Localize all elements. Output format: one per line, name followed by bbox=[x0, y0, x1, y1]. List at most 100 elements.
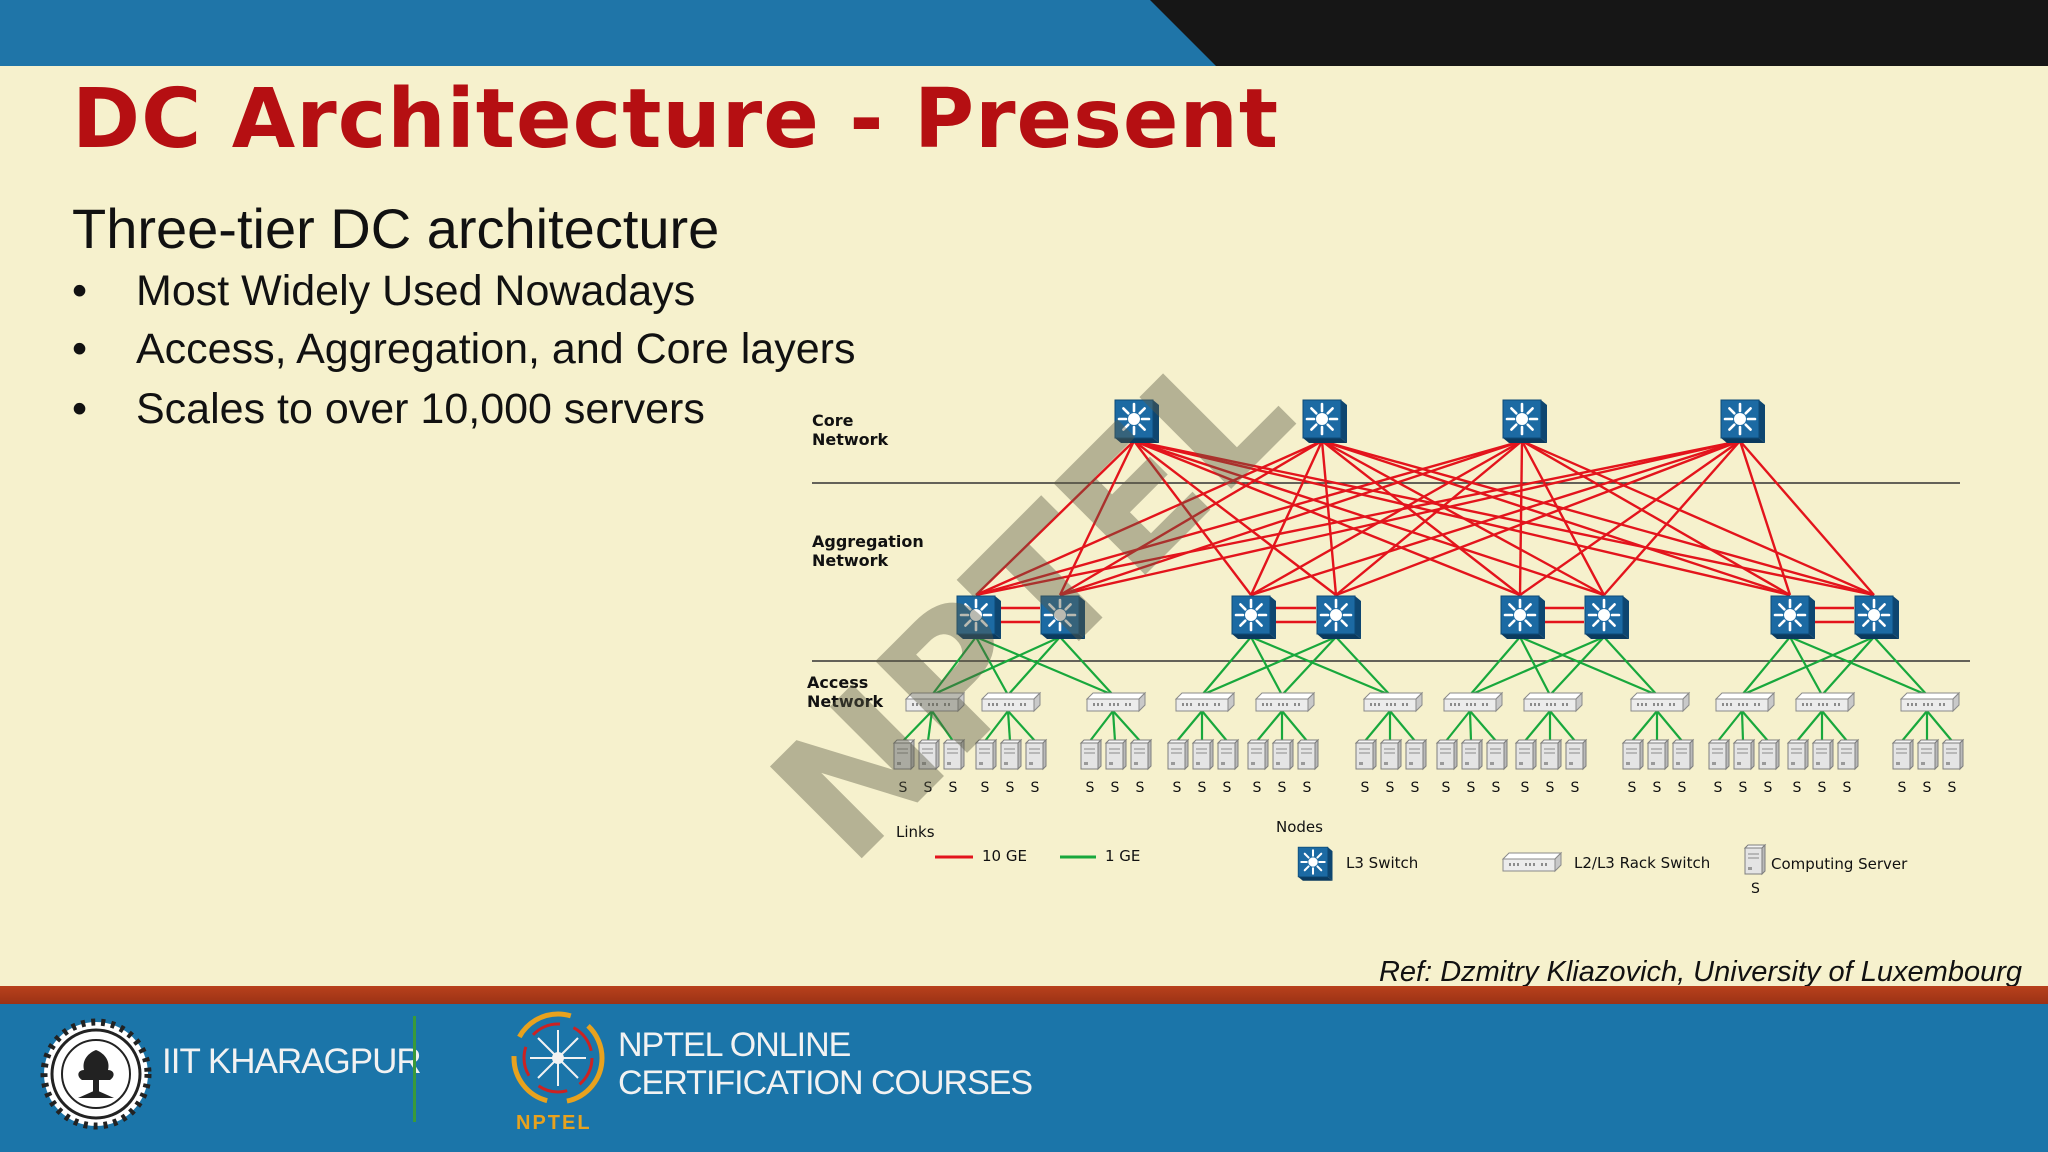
server-label: S bbox=[1442, 780, 1451, 796]
rack-switch-icon bbox=[1630, 692, 1690, 712]
rack-server-link bbox=[1468, 710, 1473, 742]
footer-stripe bbox=[0, 986, 2048, 1004]
core-aggregation-link bbox=[1133, 440, 1337, 596]
rack-server-link bbox=[1112, 710, 1141, 742]
aggregation-layer-label-1: Aggregation bbox=[812, 532, 924, 551]
rack-switch-icon bbox=[1523, 692, 1583, 712]
rack-server-link bbox=[1656, 710, 1683, 742]
core-aggregation-link bbox=[1321, 440, 1521, 596]
server-label: S bbox=[1923, 780, 1932, 796]
rack-server-link bbox=[1445, 710, 1471, 742]
server-label: S bbox=[1678, 780, 1687, 796]
core-l3-switch-icon bbox=[1719, 398, 1767, 445]
rack-server-link bbox=[984, 710, 1009, 742]
core-aggregation-link bbox=[1520, 440, 1606, 596]
aggregation-access-link bbox=[975, 635, 1114, 697]
server-label: S bbox=[1492, 780, 1501, 796]
server-label: S bbox=[1006, 780, 1015, 796]
server-icon bbox=[1217, 739, 1239, 770]
legend-links-title: Links bbox=[896, 823, 935, 841]
core-aggregation-link bbox=[1133, 439, 1521, 597]
server-label: S bbox=[1253, 780, 1262, 796]
aggregation-access-link bbox=[1059, 636, 1114, 696]
server-label: S bbox=[1898, 780, 1907, 796]
core-aggregation-link bbox=[1521, 439, 1875, 597]
aggregation-access-link bbox=[1007, 636, 1061, 696]
core-aggregation-link bbox=[1519, 440, 1741, 596]
server-icon bbox=[1080, 739, 1102, 770]
rack-server-link bbox=[1469, 710, 1497, 742]
server-label: S bbox=[1361, 780, 1370, 796]
server-icon bbox=[1672, 739, 1694, 770]
server-icon bbox=[1486, 739, 1508, 770]
rack-switch-icon bbox=[1900, 692, 1960, 712]
aggregation-access-link bbox=[1789, 635, 1928, 697]
server-label: S bbox=[981, 780, 990, 796]
server-label: S bbox=[1386, 780, 1395, 796]
bullet-text: Access, Aggregation, and Core layers bbox=[136, 325, 856, 373]
server-label: S bbox=[1571, 780, 1580, 796]
aggregation-l3-switch-icon bbox=[1315, 594, 1363, 641]
rack-server-link bbox=[902, 710, 933, 742]
aggregation-access-link bbox=[1469, 635, 1605, 697]
server-label: S bbox=[1111, 780, 1120, 796]
course-line-1: NPTEL ONLINE bbox=[618, 1026, 851, 1064]
bullet-marker: • bbox=[72, 267, 88, 315]
server-label: S bbox=[1031, 780, 1040, 796]
rack-server-link bbox=[1176, 710, 1203, 742]
legend-10ge-label: 10 GE bbox=[982, 847, 1027, 865]
aggregation-access-link bbox=[1335, 636, 1391, 696]
server-icon bbox=[1130, 739, 1152, 770]
aggregation-access-link bbox=[1741, 636, 1791, 696]
rack-server-link bbox=[1089, 710, 1114, 742]
rack-switch-icon bbox=[1715, 692, 1775, 712]
server-label: S bbox=[1521, 780, 1530, 796]
aggregation-l3-switch-icon bbox=[1499, 594, 1547, 641]
server-label: S bbox=[1948, 780, 1957, 796]
server-icon bbox=[1461, 739, 1483, 770]
rack-switch-icon bbox=[1795, 692, 1855, 712]
legend-server-label: Computing Server bbox=[1771, 855, 1908, 873]
access-layer-label-1: Access bbox=[807, 673, 868, 692]
server-label: S bbox=[1653, 780, 1662, 796]
core-aggregation-link bbox=[1059, 439, 1741, 597]
rack-server-link bbox=[1201, 710, 1228, 742]
rack-server-link bbox=[1524, 710, 1551, 742]
legend-l3-switch-label: L3 Switch bbox=[1346, 854, 1418, 872]
server-icon bbox=[1647, 739, 1669, 770]
server-icon bbox=[1622, 739, 1644, 770]
core-aggregation-link bbox=[1058, 440, 1136, 596]
server-icon bbox=[1297, 739, 1319, 770]
aggregation-l3-switch-icon bbox=[1769, 594, 1817, 641]
aggregation-access-link bbox=[1250, 635, 1391, 697]
server-icon bbox=[1733, 739, 1755, 770]
core-aggregation-link bbox=[1738, 440, 1792, 596]
server-icon bbox=[1942, 739, 1964, 770]
server-icon bbox=[1436, 739, 1458, 770]
server-icon bbox=[1565, 739, 1587, 770]
rack-server-link bbox=[1741, 710, 1769, 742]
rack-server-link bbox=[1821, 710, 1848, 742]
server-label: S bbox=[1714, 780, 1723, 796]
core-aggregation-link bbox=[1321, 439, 1791, 597]
access-layer-label-2: Network bbox=[807, 692, 884, 711]
server-label: S bbox=[1136, 780, 1145, 796]
server-icon bbox=[1167, 739, 1189, 770]
server-icon bbox=[1787, 739, 1809, 770]
server-label: S bbox=[1173, 780, 1182, 796]
server-label: S bbox=[1793, 780, 1802, 796]
server-label: S bbox=[1467, 780, 1476, 796]
server-label: S bbox=[899, 780, 908, 796]
links-10ge bbox=[975, 439, 1875, 624]
aggregation-access-link bbox=[1201, 636, 1252, 696]
server-label: S bbox=[1411, 780, 1420, 796]
rack-server-link bbox=[1007, 710, 1036, 742]
footer: IIT KHARAGPUR NPTEL ONLINE CERTIFICATION… bbox=[0, 986, 2048, 1152]
footer-divider bbox=[413, 1016, 416, 1122]
server-icon bbox=[1405, 739, 1427, 770]
server-icon bbox=[1192, 739, 1214, 770]
rack-server-link bbox=[1796, 710, 1823, 742]
core-aggregation-link bbox=[1059, 439, 1523, 597]
